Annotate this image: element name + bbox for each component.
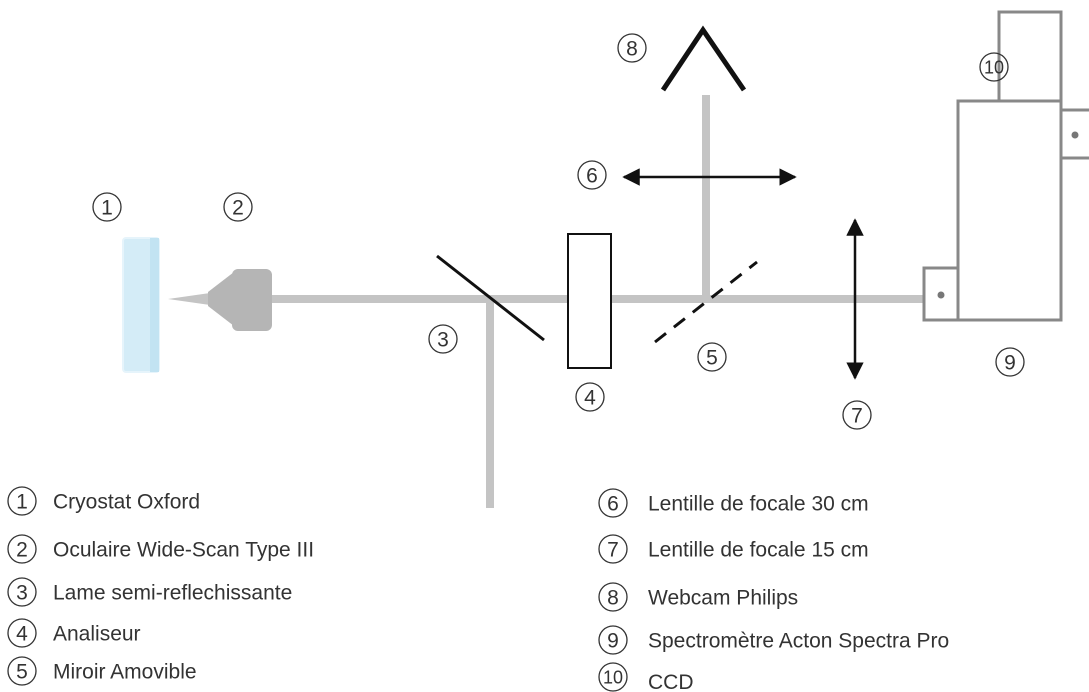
legend-item-label: Miroir Amovible — [53, 661, 197, 684]
legend-item-number: 2 — [16, 539, 28, 562]
legend-item-number: 1 — [16, 491, 28, 514]
legend-item: 7 Lentille de focale 15 cm — [598, 534, 869, 564]
legend-item-label: Oculaire Wide-Scan Type III — [53, 539, 314, 562]
legend-item-label: Lame semi-reflechissante — [53, 582, 292, 605]
removable-mirror — [654, 260, 758, 344]
webcam — [660, 25, 747, 92]
cryostat — [122, 237, 160, 373]
marker-9-label: 9 — [1004, 352, 1016, 375]
marker-2: 2 — [223, 192, 253, 222]
legend-item: 4 Analiseur — [7, 618, 141, 648]
spectrometer — [922, 99, 1089, 322]
marker-10: 10 — [979, 52, 1009, 82]
legend-item-label: Webcam Philips — [648, 587, 798, 610]
marker-7-label: 7 — [851, 405, 863, 428]
legend-item: 3 Lame semi-reflechissante — [7, 577, 292, 607]
legend-item-number: 4 — [16, 623, 28, 646]
beam-splitter — [436, 254, 545, 342]
legend-item-number: 10 — [603, 668, 623, 688]
marker-5-label: 5 — [706, 347, 718, 370]
legend: 1 Cryostat Oxford 2 Oculaire Wide-Scan T… — [7, 486, 949, 692]
marker-6-label: 6 — [586, 165, 598, 188]
legend-item-number: 8 — [607, 587, 619, 610]
marker-6: 6 — [577, 160, 607, 190]
marker-8: 8 — [617, 33, 647, 63]
legend-item-number: 3 — [16, 582, 28, 605]
legend-item-label: Cryostat Oxford — [53, 491, 200, 514]
legend-item: 1 Cryostat Oxford — [7, 486, 200, 516]
analyzer — [567, 233, 612, 369]
legend-item: 6 Lentille de focale 30 cm — [598, 488, 869, 518]
objective-lens — [168, 269, 272, 331]
marker-4-label: 4 — [584, 387, 596, 410]
legend-item-label: CCD — [648, 671, 694, 692]
marker-1-label: 1 — [101, 197, 113, 220]
marker-4: 4 — [575, 382, 605, 412]
legend-item: 2 Oculaire Wide-Scan Type III — [7, 534, 314, 564]
legend-item-label: Lentille de focale 15 cm — [648, 539, 869, 562]
legend-item: 5 Miroir Amovible — [7, 656, 197, 686]
legend-item: 8 Webcam Philips — [598, 582, 798, 612]
marker-10-label: 10 — [984, 58, 1004, 78]
ccd-camera — [997, 10, 1063, 103]
marker-3: 3 — [428, 324, 458, 354]
legend-item-number: 7 — [607, 539, 619, 562]
legend-item-label: Lentille de focale 30 cm — [648, 493, 869, 516]
legend-item-number: 6 — [607, 493, 619, 516]
marker-1: 1 — [92, 192, 122, 222]
marker-7: 7 — [842, 400, 872, 430]
marker-9: 9 — [995, 347, 1025, 377]
marker-3-label: 3 — [437, 329, 449, 352]
diagram-markers: 1 2 3 4 5 6 7 8 — [92, 33, 1025, 430]
legend-item: 9 Spectromètre Acton Spectra Pro — [598, 625, 949, 655]
legend-item-number: 5 — [16, 661, 28, 684]
legend-item-number: 9 — [607, 630, 619, 653]
legend-item-label: Spectromètre Acton Spectra Pro — [648, 630, 949, 653]
marker-8-label: 8 — [626, 38, 638, 61]
marker-2-label: 2 — [232, 197, 244, 220]
marker-5: 5 — [697, 342, 727, 372]
legend-item: 10 CCD — [598, 662, 694, 692]
legend-item-label: Analiseur — [53, 623, 141, 646]
